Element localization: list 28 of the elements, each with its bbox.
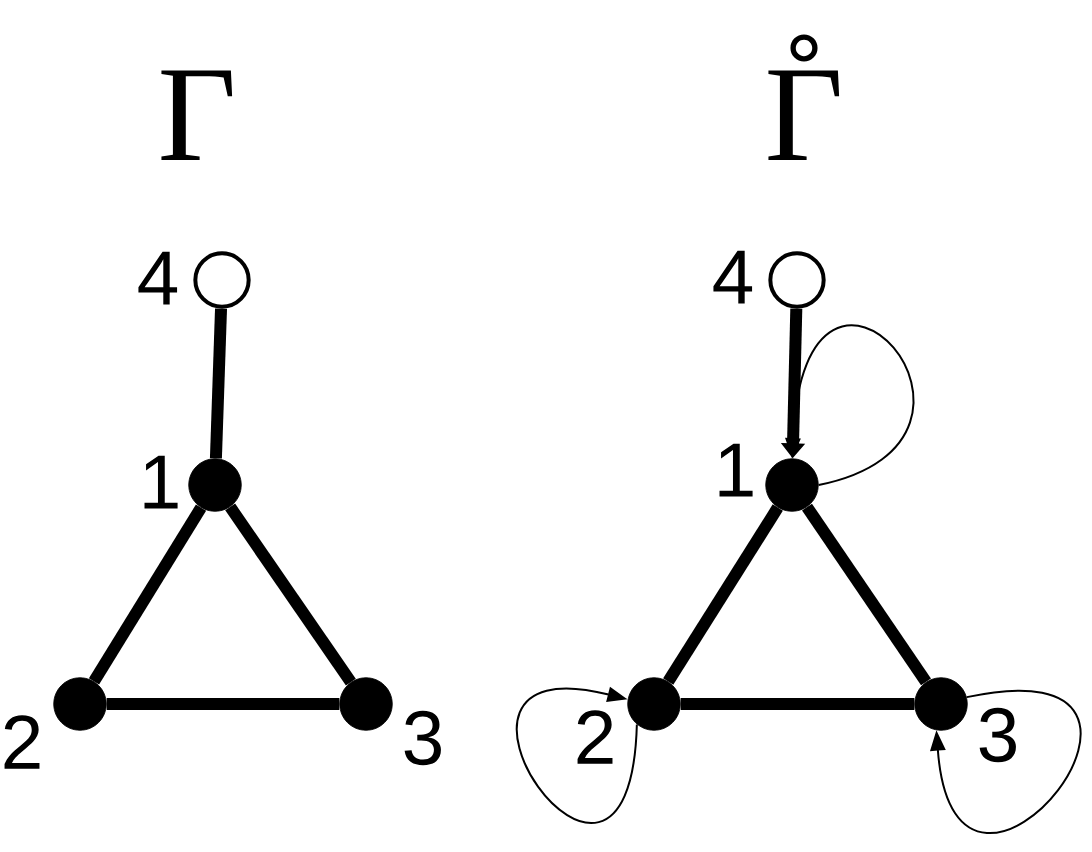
edge-line (88, 504, 207, 685)
vertex-dot (914, 677, 968, 731)
vertex-label: 3 (979, 707, 1016, 763)
vertex-label: 4 (713, 250, 753, 304)
edge-line (680, 698, 915, 710)
open-vertex (768, 251, 826, 309)
edge-line (663, 504, 783, 685)
graph-title: Γ̊ (768, 34, 840, 160)
vertex-dot (627, 677, 681, 731)
loop-arrow (929, 689, 1082, 834)
loop-arrow (785, 324, 915, 486)
vertex-dot (339, 677, 393, 731)
edge-line (802, 503, 931, 686)
vertex-dot (53, 677, 107, 731)
loop-arrow (516, 686, 638, 824)
vertex-dot (765, 458, 819, 512)
edge-line (106, 698, 340, 710)
vertex-dot (188, 458, 242, 512)
vertex-label: 1 (719, 443, 753, 497)
open-vertex (193, 251, 251, 309)
vertex-label: 2 (4, 715, 40, 769)
vertex-label: 2 (577, 710, 613, 764)
vertex-label: 4 (138, 251, 178, 305)
edge-line (209, 308, 228, 459)
graph-title: Γ (161, 70, 233, 160)
edge-line (225, 503, 356, 686)
vertex-label: 3 (404, 710, 441, 766)
vertex-label: 1 (144, 455, 178, 509)
